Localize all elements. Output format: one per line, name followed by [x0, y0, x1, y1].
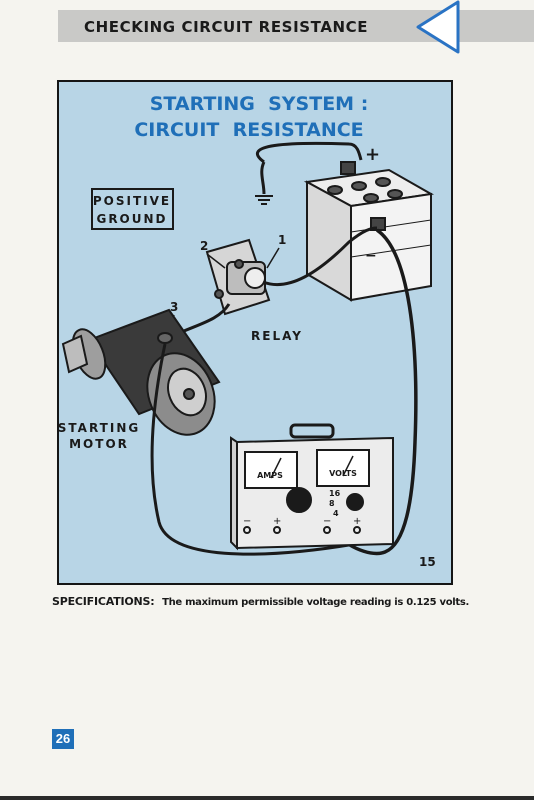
page-header-title: CHECKING CIRCUIT RESISTANCE	[84, 18, 369, 36]
specifications-note: SPECIFICATIONS: The maximum permissible …	[52, 590, 522, 609]
meter-lead-battery	[333, 228, 418, 556]
ground-symbol-icon	[255, 195, 273, 205]
callout-3: 3	[170, 300, 178, 314]
battery-minus-sign: −	[365, 248, 377, 264]
specifications-text: The maximum permissible voltage reading …	[162, 597, 470, 608]
amps-plus-terminal: +	[273, 516, 281, 527]
amps-meter-label: AMPS	[257, 471, 283, 480]
diagram-title-line2: CIRCUIT RESISTANCE	[134, 119, 363, 141]
amps-minus-terminal: −	[243, 516, 251, 527]
callout-2: 2	[200, 239, 208, 253]
starting-motor	[61, 308, 221, 436]
callout-1: 1	[278, 233, 286, 247]
range-4-label: 4	[333, 509, 339, 518]
positive-ground-line2: GROUND	[96, 212, 167, 226]
range-16-label: 16	[329, 489, 341, 498]
ground-wire	[255, 141, 363, 164]
volts-minus-terminal: −	[323, 516, 331, 527]
volts-meter-label: VOLTS	[329, 469, 357, 478]
starting-motor-line1: STARTING	[59, 421, 140, 435]
range-8-label: 8	[329, 499, 335, 508]
page-number: 26	[52, 729, 74, 749]
diagram-title-line1: STARTING SYSTEM :	[150, 93, 369, 115]
starting-system-diagram: STARTING SYSTEM : CIRCUIT RESISTANCE POS…	[57, 80, 453, 585]
ground-wire-drop	[260, 161, 266, 195]
relay-motor-cable	[176, 303, 231, 336]
battery-plus-sign: +	[365, 144, 380, 165]
relay-battery-cable	[262, 226, 378, 287]
positive-ground-line1: POSITIVE	[93, 194, 171, 208]
test-meter	[230, 423, 394, 551]
figure-number: 15	[419, 555, 436, 569]
page-bottom-edge	[0, 796, 534, 800]
positive-ground-box	[91, 188, 174, 230]
volts-plus-terminal: +	[353, 516, 361, 527]
relay-label: RELAY	[251, 329, 303, 343]
back-arrow-icon	[416, 0, 460, 54]
relay	[205, 238, 271, 316]
starting-motor-line2: MOTOR	[69, 437, 129, 451]
specifications-label: SPECIFICATIONS:	[52, 595, 155, 608]
